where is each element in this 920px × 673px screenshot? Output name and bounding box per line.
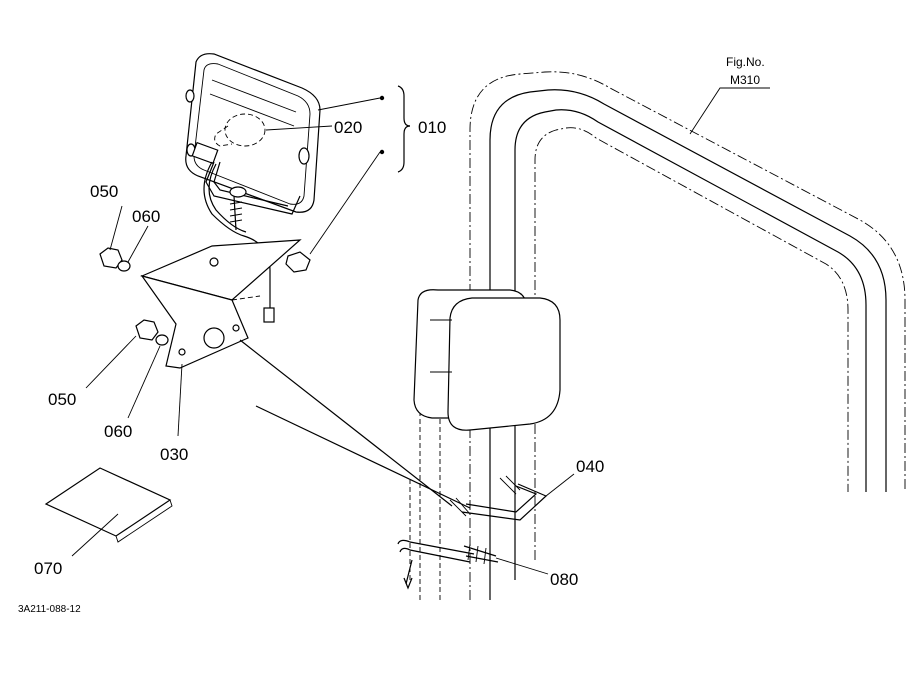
u-bolt [239, 339, 548, 521]
work-lamp-assembly [185, 53, 321, 323]
callout-050-lower: 050 [48, 390, 76, 409]
fig-label: Fig.No. [726, 55, 765, 69]
lamp-bracket [140, 239, 311, 369]
callout-labels: Fig.No. M310 010 020 030 040 050 060 050… [18, 55, 765, 615]
wire-clamp [397, 539, 499, 590]
instruction-sheet [44, 467, 173, 543]
drawing-code: 3A211-088-12 [18, 604, 81, 615]
callout-080: 080 [550, 570, 578, 589]
callout-070: 070 [34, 559, 62, 578]
callout-060-upper: 060 [132, 207, 160, 226]
callout-030: 030 [160, 445, 188, 464]
callout-060-lower: 060 [104, 422, 132, 441]
leader-lines [71, 87, 770, 575]
callout-050-upper: 050 [90, 182, 118, 201]
brace-010 [379, 85, 411, 173]
fig-number: M310 [730, 73, 760, 87]
nuts-and-washers [99, 247, 169, 346]
callout-010: 010 [418, 118, 446, 137]
callout-040: 040 [576, 457, 604, 476]
callout-020: 020 [334, 118, 362, 137]
rops-frame [409, 71, 906, 600]
headrest-pad [413, 289, 561, 431]
